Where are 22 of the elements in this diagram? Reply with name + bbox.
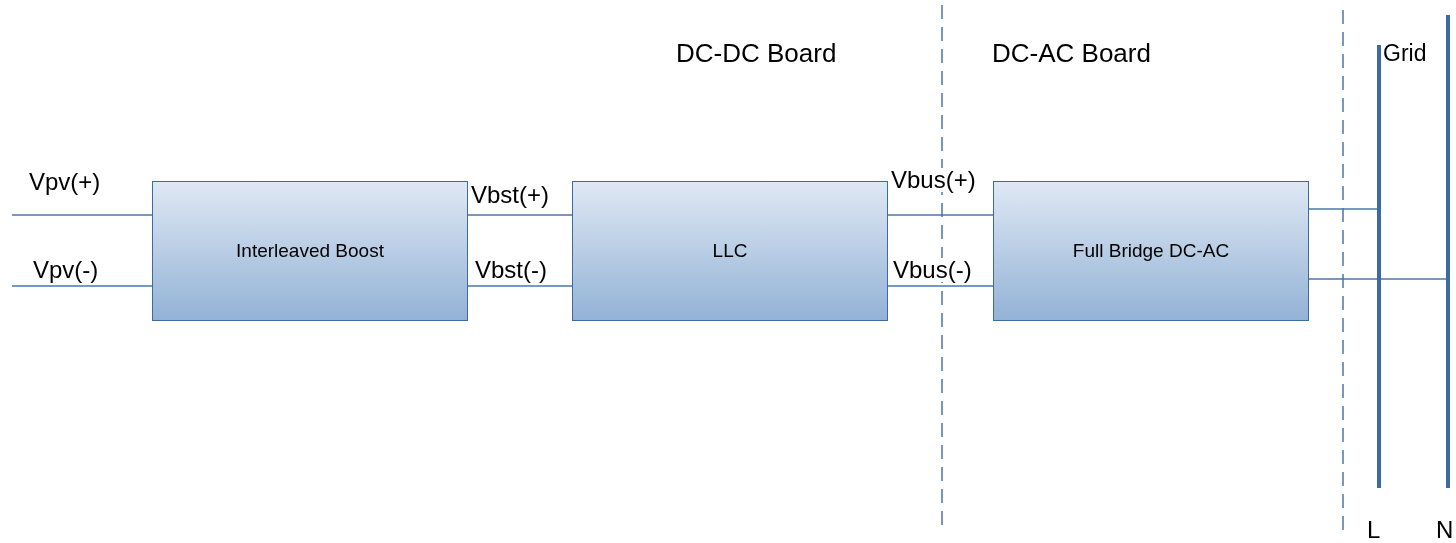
edge-label: Vpv(+) <box>28 170 102 194</box>
connector-line <box>1308 208 1378 210</box>
line-label: L <box>1367 518 1381 542</box>
edge-label: Vbst(+) <box>470 183 551 207</box>
connector-line <box>887 285 994 287</box>
grid-label: Grid <box>1383 42 1427 65</box>
edge-label: Vbus(+) <box>890 168 977 192</box>
board-label: DC-AC Board <box>992 40 1151 66</box>
process-box: LLC <box>572 181 888 321</box>
process-box: Interleaved Boost <box>152 181 468 321</box>
connector-line <box>887 214 994 216</box>
connector-line <box>11 214 153 216</box>
connector-line <box>1308 278 1447 280</box>
board-label: DC-DC Board <box>676 40 837 66</box>
connector-line <box>11 285 153 287</box>
process-box: Full Bridge DC-AC <box>993 181 1309 321</box>
connector-line <box>467 214 573 216</box>
line-label: N <box>1436 518 1454 542</box>
edge-label: Vbst(-) <box>474 258 548 282</box>
edge-label: Vpv(-) <box>32 258 100 282</box>
edge-label: Vbus(-) <box>892 258 973 282</box>
connector-line <box>467 285 573 287</box>
